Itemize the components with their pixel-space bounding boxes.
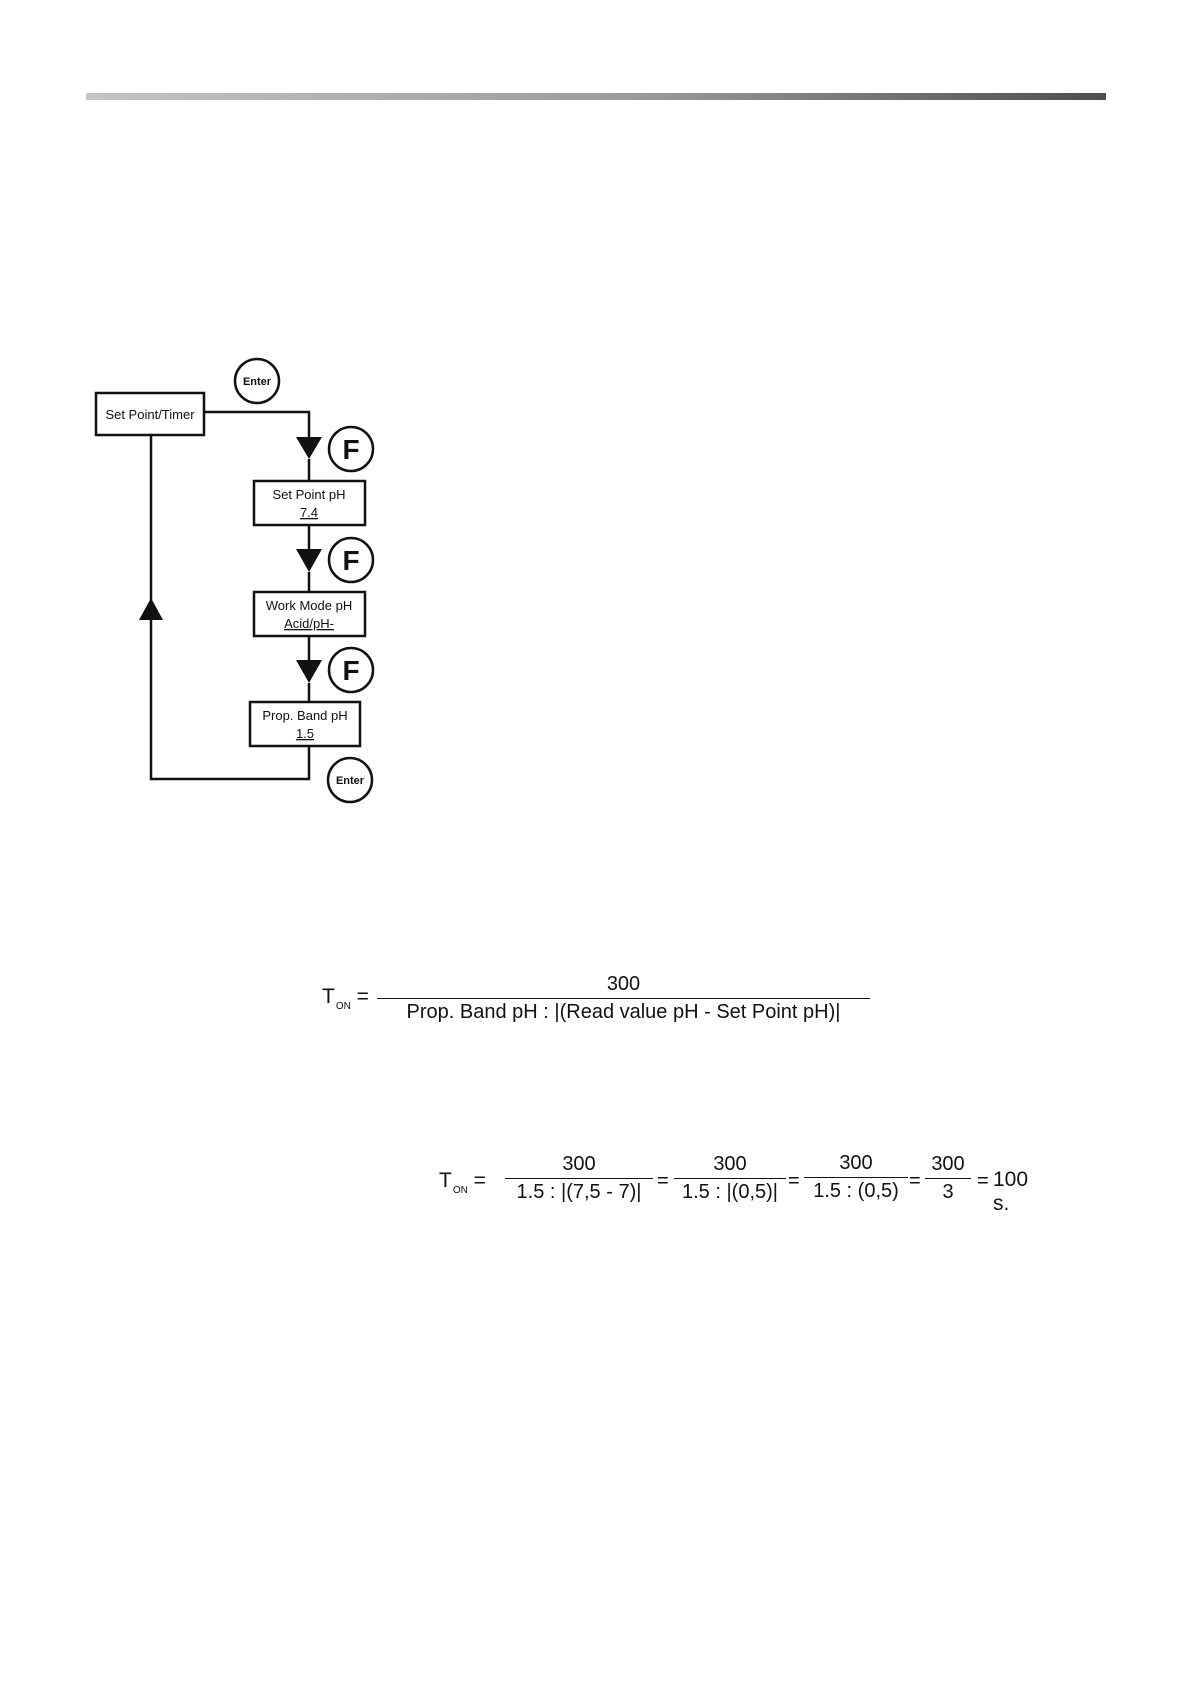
equals-sign: = [657, 1170, 669, 1193]
enter-button-top[interactable]: Enter [235, 359, 279, 403]
flowchart: Set Point/Timer Enter F F F Set Point pH… [0, 0, 1192, 820]
equals-sign: = [788, 1170, 800, 1193]
formula-denominator: Prop. Band pH : |(Read value pH - Set Po… [377, 1001, 870, 1023]
enter-button-label: Enter [336, 775, 365, 787]
example-fraction-1: 300 1.5 : |(7,5 - 7)| [505, 1153, 653, 1203]
step-title: Work Mode pH [266, 598, 352, 613]
arrow-down-icon [296, 549, 322, 572]
example-fraction-2: 300 1.5 : |(0,5)| [674, 1153, 786, 1203]
step-value: 1.5 [296, 726, 314, 741]
f-button-label: F [342, 655, 359, 686]
step-value: Acid/pH- [284, 616, 334, 631]
f-button-2[interactable]: F [329, 538, 373, 582]
f-button-3[interactable]: F [329, 648, 373, 692]
equals-sign: = [909, 1170, 921, 1193]
step-value: 7.4 [300, 505, 318, 520]
example-fraction-3: 300 1.5 : (0,5) [804, 1152, 908, 1202]
example-result: 100 s. [993, 1168, 1028, 1216]
step-box-set-point-ph: Set Point pH 7.4 [254, 481, 365, 525]
fraction-bar [377, 998, 870, 999]
enter-button-bottom[interactable]: Enter [328, 758, 372, 802]
f-button-1[interactable]: F [329, 427, 373, 471]
formula-fraction: 300 Prop. Band pH : |(Read value pH - Se… [377, 973, 870, 1023]
f-button-label: F [342, 434, 359, 465]
arrow-up-icon [139, 598, 163, 620]
step-box-prop-band-ph: Prop. Band pH 1.5 [250, 702, 360, 746]
menu-box-set-point-timer: Set Point/Timer [96, 393, 204, 435]
equals-sign: = [977, 1170, 989, 1193]
arrow-down-icon [296, 437, 322, 459]
example-ton-symbol: TON = [439, 1169, 486, 1196]
ton-symbol: TON = [322, 985, 369, 1012]
step-title: Set Point pH [273, 487, 346, 502]
example-fraction-4: 300 3 [925, 1153, 971, 1203]
formula-numerator: 300 [377, 973, 870, 995]
step-title: Prop. Band pH [262, 708, 347, 723]
arrow-down-icon [296, 660, 322, 683]
menu-box-label: Set Point/Timer [105, 407, 195, 422]
step-box-work-mode-ph: Work Mode pH Acid/pH- [254, 592, 365, 636]
enter-button-label: Enter [243, 376, 272, 388]
f-button-label: F [342, 545, 359, 576]
